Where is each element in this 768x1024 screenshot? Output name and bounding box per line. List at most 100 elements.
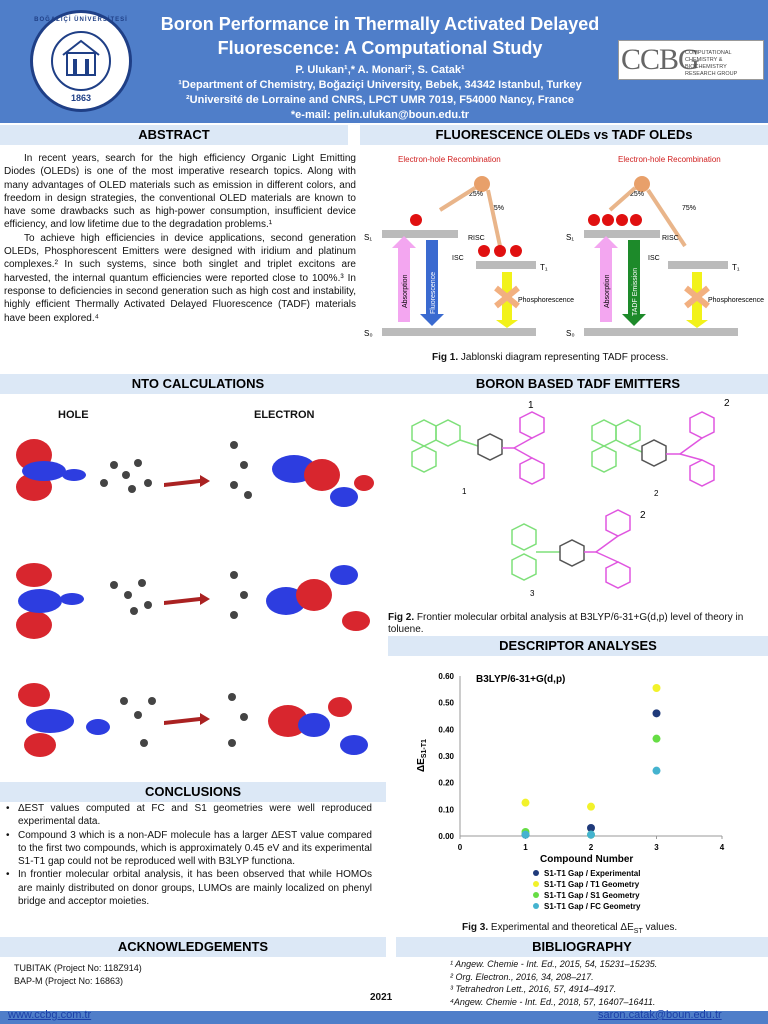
hole-orbital-1 <box>16 439 152 501</box>
conclusion-item: •ΔEST values computed at FC and S1 geome… <box>6 803 372 828</box>
x-tick-label: 0 <box>458 843 463 852</box>
svg-text:Absorption: Absorption <box>402 274 409 308</box>
authors: P. Ulukan¹,* A. Monari², S. Catak¹ <box>295 64 465 76</box>
legend-marker <box>533 892 539 898</box>
ack-heading: ACKNOWLEDGEMENTS <box>0 937 386 957</box>
abstract-heading: ABSTRACT <box>0 125 348 145</box>
chart-points <box>521 684 661 839</box>
chart-xlabel: Compound Number <box>540 854 633 865</box>
fig3-caption: Fig 3. Experimental and theoretical ΔEST… <box>462 922 678 935</box>
university-logo-year: 1863 <box>70 93 92 103</box>
y-tick-label: 0.00 <box>438 832 454 841</box>
legend-entry: S1-T1 Gap / Experimental <box>544 869 640 878</box>
nto-heading: NTO CALCULATIONS <box>0 374 396 394</box>
compound-1-structure <box>411 411 545 485</box>
bib-item: ³ Tetrahedron Lett., 2016, 57, 4914–4917… <box>450 984 617 994</box>
y-tick-label: 0.60 <box>438 672 454 681</box>
ack-line-2: BAP-M (Project No: 16863) <box>14 975 124 986</box>
svg-text:75%: 75% <box>490 205 504 212</box>
chart-title: B3LYP/6-31+G(d,p) <box>476 674 565 685</box>
y-tick-label: 0.30 <box>438 752 454 761</box>
x-tick-label: 4 <box>720 843 725 852</box>
conclusions-heading: CONCLUSIONS <box>0 782 386 802</box>
bib-item: ¹ Angew. Chemie - Int. Ed., 2015, 54, 15… <box>450 959 658 969</box>
svg-text:RISC: RISC <box>662 235 679 242</box>
svg-text:ISC: ISC <box>452 255 464 262</box>
svg-text:Absorption: Absorption <box>604 274 611 308</box>
bib-item: ⁴Angew. Chemie - Int. Ed., 2018, 57, 164… <box>450 996 656 1007</box>
hole-label: HOLE <box>58 409 89 421</box>
legend-marker <box>533 881 539 887</box>
affiliation-1: ¹Department of Chemistry, Boğaziçi Unive… <box>178 79 582 91</box>
hole-orbital-2 <box>16 563 152 639</box>
fig1-caption: Fig 1. Jablonski diagram representing TA… <box>432 352 669 363</box>
boron-structures: 1 1 2 2 3 2 <box>411 398 730 598</box>
svg-text:Fluorescence: Fluorescence <box>430 272 437 314</box>
boron-heading: BORON BASED TADF EMITTERS <box>388 374 768 394</box>
y-tick-label: 0.40 <box>438 725 454 734</box>
compound-1-label: 1 <box>462 487 467 496</box>
data-point <box>652 734 661 743</box>
conclusions-list: •ΔEST values computed at FC and S1 geome… <box>6 802 372 908</box>
recomb-label-left: Electron-hole Recombination <box>398 155 501 164</box>
compound-2-tag: 2 <box>724 398 730 409</box>
y-tick-label: 0.10 <box>438 805 454 814</box>
electron-label: ELECTRON <box>254 409 315 421</box>
electron-orbital-3 <box>228 693 368 755</box>
data-point <box>587 830 595 839</box>
legend-marker <box>533 903 539 909</box>
ack-line-1: TUBITAK (Project No: 118Z914) <box>14 963 142 973</box>
jablonski-diagram: Electron-hole Recombination 25% 75% S₁ S… <box>364 155 764 338</box>
compound-3-tag: 2 <box>640 510 646 521</box>
compound-2-structure <box>591 411 715 487</box>
compound-3-structure <box>511 509 631 589</box>
svg-text:S₀: S₀ <box>364 329 373 338</box>
fig2-caption: Fig 2. Frontier molecular orbital analys… <box>388 612 744 635</box>
data-point <box>652 766 661 775</box>
university-logo: BOĞAZİÇİ ÜNİVERSİTESİ 1863 <box>30 10 132 112</box>
data-point <box>521 798 530 807</box>
t1-level-left <box>476 261 536 269</box>
legend-marker <box>533 870 539 876</box>
svg-text:RISC: RISC <box>468 235 485 242</box>
svg-text:75%: 75% <box>682 205 696 212</box>
abstract-paragraph-1: In recent years, search for the high eff… <box>4 153 356 231</box>
contact-email: *e-mail: pelin.ulukan@boun.edu.tr <box>290 109 470 121</box>
svg-text:S₁: S₁ <box>566 233 574 242</box>
ccbg-logo-text: COMPUTATIONAL CHEMISTRY & BIOCHEMISTRY R… <box>685 50 738 77</box>
abstract-text: In recent years, search for the high eff… <box>4 152 356 325</box>
data-point <box>652 684 661 692</box>
hole-orbital-3 <box>18 683 156 757</box>
recomb-label-right: Electron-hole Recombination <box>618 155 721 164</box>
footer-email-link[interactable]: saron.catak@boun.edu.tr <box>598 1009 722 1021</box>
bibliography-list: ¹ Angew. Chemie - Int. Ed., 2015, 54, 15… <box>450 958 657 1008</box>
ccbg-logo: CCBG COMPUTATIONAL CHEMISTRY & BIOCHEMIS… <box>618 40 764 80</box>
conclusion-item: •In frontier molecular orbital analysis,… <box>6 869 372 908</box>
compound-3-label: 3 <box>530 589 535 598</box>
svg-text:25%: 25% <box>469 191 483 198</box>
abstract-paragraph-2: To achieve high efficiencies in device a… <box>4 232 356 324</box>
poster-title: Boron Performance in Thermally Activated… <box>160 14 600 58</box>
svg-text:T₁: T₁ <box>540 263 548 272</box>
ack-text: TUBITAK (Project No: 118Z914) BAP-M (Pro… <box>14 962 142 987</box>
svg-text:TADF Emission: TADF Emission <box>632 268 639 316</box>
delta-est-scatter-chart: B3LYP/6-31+G(d,p) ΔES1-T1 Compound Numbe… <box>416 672 725 911</box>
x-tick-label: 2 <box>589 843 594 852</box>
legend-entry: S1-T1 Gap / T1 Geometry <box>544 880 640 889</box>
data-point <box>587 824 595 832</box>
affiliation-2: ²Université de Lorraine and CNRS, LPCT U… <box>186 94 574 106</box>
x-tick-label: 1 <box>523 843 528 852</box>
s1-level-left <box>382 230 458 238</box>
conclusion-item: •Compound 3 which is a non-ADF molecule … <box>6 829 372 868</box>
descriptor-heading: DESCRIPTOR ANALYSES <box>388 636 768 656</box>
svg-text:S₁: S₁ <box>364 233 372 242</box>
university-logo-name: BOĞAZİÇİ ÜNİVERSİTESİ <box>34 17 128 23</box>
y-tick-label: 0.20 <box>438 779 454 788</box>
website-link[interactable]: www.ccbg.com.tr <box>8 1009 92 1021</box>
svg-text:Phosphorescence: Phosphorescence <box>518 297 574 304</box>
s0-level-left <box>382 328 536 336</box>
legend-entry: S1-T1 Gap / FC Geometry <box>544 902 641 911</box>
svg-text:ISC: ISC <box>648 255 660 262</box>
data-point <box>652 709 661 718</box>
